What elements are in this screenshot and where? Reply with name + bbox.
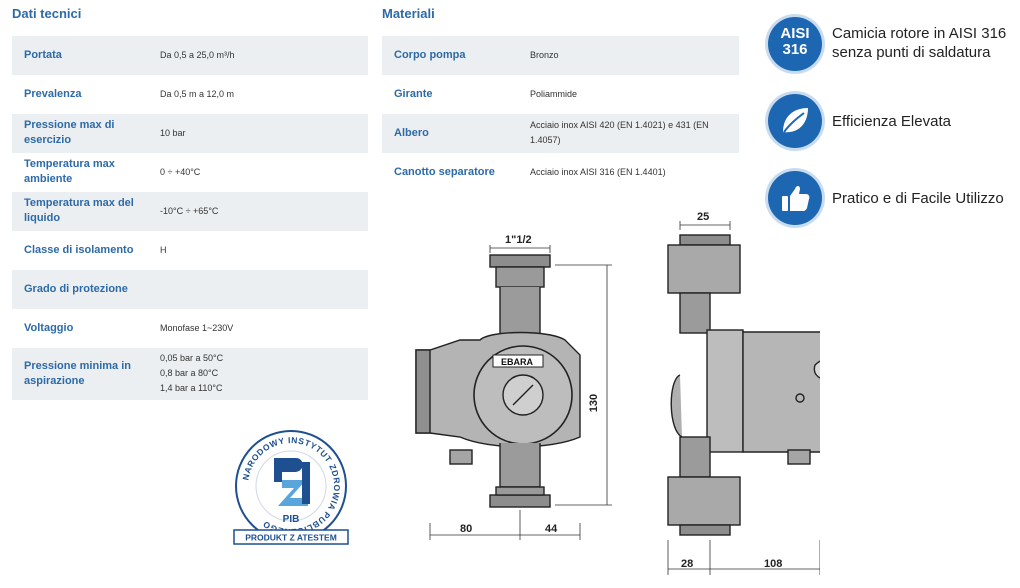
row-label: Temperatura max ambiente [24, 158, 115, 185]
pump-technical-drawing: EBARA 1"1/2 130 80 44 25 28 108 [415, 211, 820, 575]
feature-text-line: Camicia rotore in AISI 316 [832, 25, 1007, 42]
row-label: Voltaggio [24, 322, 74, 334]
dim-top-width: 25 [697, 211, 709, 223]
tech-heading: Dati tecnici [12, 6, 82, 21]
pzh-certification-badge: NARODOWY INSTYTUT ZDROWIA PUBLICZNEGO PI… [233, 430, 349, 545]
row-label: Canotto separatore [394, 166, 495, 178]
table-row: Grado di protezione [12, 270, 368, 309]
row-value: Da 0,5 m a 12,0 m [160, 89, 235, 99]
table-row: Portata Da 0,5 a 25,0 m³/h [12, 36, 368, 75]
dim-right-half: 44 [545, 523, 558, 535]
table-row: Temperatura max del liquido -10°C ÷ +65°… [12, 192, 368, 231]
feature-text-line: Pratico e di Facile Utilizzo [832, 190, 1004, 207]
table-row: Voltaggio Monofase 1~230V [12, 309, 368, 348]
pump-side-view [667, 234, 820, 536]
table-row: Girante Poliammide [382, 75, 739, 114]
dim-bottom-left: 28 [681, 558, 693, 570]
table-row: Canotto separatore Acciaio inox AISI 316… [382, 153, 739, 192]
row-value: Da 0,5 a 25,0 m³/h [160, 50, 235, 60]
row-value: Monofase 1~230V [160, 323, 234, 333]
row-label: Girante [394, 88, 433, 100]
badge-ribbon: PRODUKT Z ATESTEM [245, 533, 337, 543]
pump-brand-label: EBARA [501, 357, 534, 367]
row-value-line: 1,4 bar a 110°C [160, 383, 223, 393]
row-label: Pressione max di esercizio [24, 119, 115, 146]
row-label: Temperatura max del liquido [24, 197, 134, 224]
dim-port: 1"1/2 [505, 234, 532, 246]
table-row: Temperatura max ambiente 0 ÷ +40°C [12, 153, 368, 192]
row-label: Grado di protezione [24, 283, 128, 295]
row-label: Classe di isolamento [24, 244, 134, 256]
table-row: Pressione minima in aspirazione 0,05 bar… [12, 348, 368, 400]
row-label: Corpo pompa [394, 49, 466, 61]
dim-left-half: 80 [460, 523, 472, 535]
row-label: Pressione minima in aspirazione [24, 360, 131, 387]
aisi-number: 316 [782, 41, 808, 58]
dim-height: 130 [588, 394, 600, 412]
row-label: Portata [24, 49, 62, 61]
row-value: H [160, 245, 167, 255]
aisi-label: AISI [780, 25, 810, 42]
feature-text-line: senza punti di saldatura [832, 44, 991, 61]
pump-front-view [415, 254, 581, 508]
materials-table: Corpo pompa Bronzo Girante Poliammide Al… [382, 36, 739, 192]
row-value: Acciaio inox AISI 316 (EN 1.4401) [530, 167, 666, 177]
dim-bottom-right: 108 [764, 558, 782, 570]
leaf-icon [768, 94, 822, 148]
table-row: Corpo pompa Bronzo [382, 36, 739, 75]
table-row: Classe di isolamento H [12, 231, 368, 270]
row-value: 0 ÷ +40°C [160, 167, 201, 177]
aisi-316-icon: AISI 316 [768, 17, 822, 71]
thumbs-up-icon [768, 171, 822, 225]
pzh-logo-icon [274, 458, 310, 506]
materials-heading: Materiali [382, 6, 435, 21]
table-row: Pressione max di esercizio 10 bar [12, 114, 368, 153]
row-value: Poliammide [530, 89, 578, 99]
row-value-line: 0,05 bar a 50°C [160, 353, 224, 363]
row-label: Albero [394, 127, 429, 139]
side-dimension-lines [667, 221, 820, 575]
front-dimension-lines [429, 245, 612, 540]
row-label: Prevalenza [24, 88, 82, 100]
row-value: -10°C ÷ +65°C [160, 206, 219, 216]
tech-table: Portata Da 0,5 a 25,0 m³/h Prevalenza Da… [12, 36, 368, 400]
table-row: Prevalenza Da 0,5 m a 12,0 m [12, 75, 368, 114]
feature-text-line: Efficienza Elevata [832, 113, 951, 130]
row-value-line: 0,8 bar a 80°C [160, 368, 219, 378]
badge-pib: PIB [283, 514, 300, 525]
row-value: Acciaio inox AISI 420 (EN 1.4021) e 431 … [530, 120, 709, 145]
table-row: Albero Acciaio inox AISI 420 (EN 1.4021)… [382, 114, 739, 153]
row-value: Bronzo [530, 50, 559, 60]
row-value: 10 bar [160, 128, 186, 138]
